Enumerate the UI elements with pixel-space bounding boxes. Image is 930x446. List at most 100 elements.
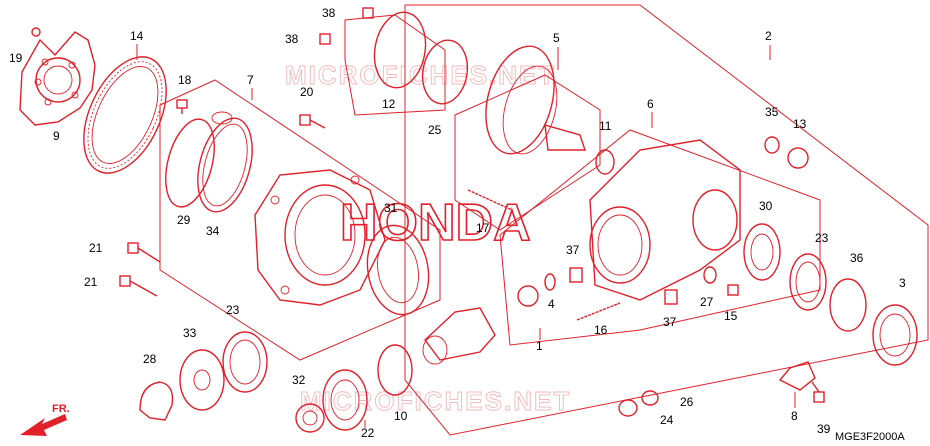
washer-27 [703, 266, 717, 284]
pin-38-b [319, 33, 331, 45]
seal-23-left [222, 331, 268, 393]
callout-23-right: 23 [815, 231, 829, 245]
callout-36: 36 [850, 251, 864, 265]
pin-37-a [569, 267, 583, 283]
callout-31: 31 [384, 201, 398, 215]
bolt-15 [727, 284, 739, 296]
watermark-top: MICROFICHES.NET [285, 60, 556, 90]
callout-19: 19 [9, 51, 23, 65]
bolt-39 [811, 381, 825, 403]
ring-36 [829, 278, 867, 332]
callout-17: 17 [476, 221, 490, 235]
nut-24 [618, 399, 638, 417]
callout-28: 28 [143, 352, 157, 366]
spacer-33 [179, 349, 225, 411]
callout-32: 32 [292, 373, 306, 387]
stud-16 [576, 302, 621, 321]
callout-26: 26 [680, 395, 694, 409]
callout-10: 10 [394, 409, 408, 423]
callout-37-a: 37 [566, 243, 580, 257]
ring-34 [197, 117, 253, 213]
nut-22 [295, 403, 325, 433]
leader-lines [136, 44, 796, 428]
bolt-19 [31, 27, 41, 37]
pin-38-a [362, 7, 374, 19]
callout-14: 14 [130, 29, 144, 43]
callout-33: 33 [183, 326, 197, 340]
front-direction-arrow: FR. [20, 403, 70, 436]
seal-23-right [789, 253, 827, 311]
callout-25: 25 [428, 123, 442, 137]
callouts: 1 2 3 4 5 6 7 8 9 10 11 12 13 14 15 16 1… [9, 6, 906, 440]
callout-3: 3 [899, 276, 906, 290]
callout-2: 2 [765, 29, 772, 43]
bolt-21-upper [127, 242, 161, 263]
callout-13: 13 [793, 117, 807, 131]
cap-3 [872, 304, 918, 366]
bolt-21-lower [119, 275, 158, 297]
callout-24: 24 [660, 413, 674, 427]
pin-37-b [664, 289, 678, 305]
group-outline-6 [499, 129, 821, 346]
callout-27: 27 [700, 295, 714, 309]
ring-12 [373, 11, 427, 89]
seal-10 [377, 344, 413, 396]
callout-30: 30 [759, 199, 773, 213]
washer-26 [641, 390, 659, 406]
callout-34: 34 [206, 224, 220, 238]
callout-29: 29 [177, 213, 191, 227]
front-direction-label: FR. [52, 403, 70, 415]
callout-1: 1 [536, 339, 543, 353]
callout-35: 35 [765, 105, 779, 119]
callout-21-upper: 21 [89, 241, 103, 255]
snap-ring-small [211, 111, 233, 125]
group-outline-2 [404, 4, 929, 436]
callout-23-left: 23 [226, 303, 240, 317]
callout-39: 39 [817, 422, 831, 436]
callout-18: 18 [178, 73, 192, 87]
watermark-bottom: MICROFICHES.NET [300, 386, 571, 416]
cap-13 [787, 147, 809, 169]
tone-ring-14 [83, 56, 167, 174]
callout-16: 16 [594, 323, 608, 337]
callout-20: 20 [300, 85, 314, 99]
pinion-gear [422, 307, 496, 365]
honda-logo-watermark: HONDA [340, 194, 531, 252]
ring-gear-5 [485, 45, 586, 155]
drawing-code: MGE3F2000A [835, 431, 905, 443]
callout-5: 5 [553, 31, 560, 45]
housing-7 [254, 169, 386, 306]
callout-12: 12 [382, 97, 396, 111]
callout-9: 9 [53, 129, 60, 143]
snap-ring-29 [165, 118, 215, 208]
clip-28 [139, 381, 174, 421]
washer-35 [764, 136, 780, 154]
plug-1 [517, 285, 539, 307]
bearing-32 [322, 369, 368, 431]
callout-21-lower: 21 [84, 275, 98, 289]
ring-25 [421, 39, 469, 105]
screw-18 [176, 99, 188, 114]
seal-11 [595, 149, 615, 175]
callout-37-b: 37 [663, 315, 677, 329]
group-outline-5 [454, 74, 601, 231]
washer-4 [544, 273, 556, 291]
callout-8: 8 [791, 409, 798, 423]
callout-38-a: 38 [322, 6, 336, 20]
bearing-30 [743, 223, 781, 281]
callout-7: 7 [247, 73, 254, 87]
bracket-8 [778, 361, 816, 391]
stud-17 [467, 189, 513, 211]
hub-flange-9 [19, 31, 96, 126]
callout-4: 4 [548, 297, 555, 311]
bearing-31 [366, 224, 430, 316]
bolt-20 [299, 114, 326, 129]
callout-15: 15 [724, 309, 738, 323]
callout-38-b: 38 [285, 32, 299, 46]
callout-6: 6 [647, 97, 654, 111]
group-outline-7 [159, 79, 441, 361]
callout-11: 11 [599, 119, 612, 133]
case-6 [589, 139, 741, 301]
callout-22: 22 [361, 426, 375, 440]
